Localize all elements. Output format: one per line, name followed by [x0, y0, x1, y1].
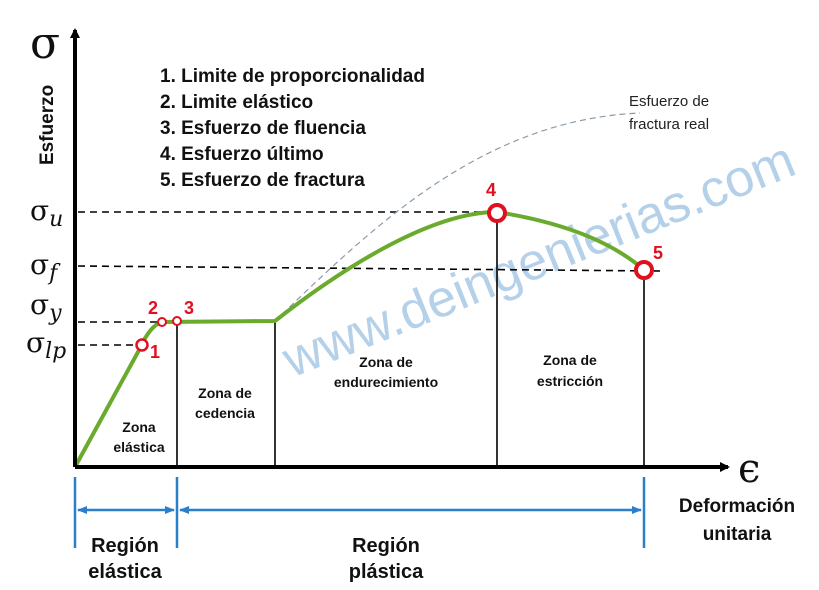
stress-level-labels: σu σf σy σlp [26, 194, 66, 364]
y-axis-label: Esfuerzo [37, 85, 58, 165]
point-3-label: 3 [184, 298, 194, 318]
point-3-marker [172, 316, 182, 326]
sigma-lp-label: σlp [26, 326, 66, 364]
point-2-marker [157, 317, 167, 327]
zone-estriccion-line1: Zona de [543, 352, 597, 368]
true-fracture-curve [274, 112, 641, 322]
sigma-f-label: σf [30, 248, 61, 286]
legend-item: 4. Esfuerzo último [160, 144, 324, 165]
point-5-marker [634, 260, 654, 280]
region-elastica-line2: elástica [88, 561, 162, 583]
zone-labels: Zona elástica Zona de cedencia Zona de e… [113, 352, 603, 455]
legend: 1. Limite de proporcionalidad 2. Limite … [160, 66, 425, 191]
reference-lines [77, 211, 661, 346]
legend-item: 5. Esfuerzo de fractura [160, 170, 365, 191]
true-fracture-label-line2: fractura real [629, 116, 709, 133]
x-axis-label-line1: Deformación [679, 496, 795, 517]
region-plastica-line1: Región [352, 535, 420, 557]
point-5-label: 5 [653, 243, 663, 263]
zone-endurecimiento-line1: Zona de [359, 354, 413, 370]
point-1-marker [135, 338, 149, 352]
point-1-label: 1 [150, 342, 160, 362]
point-4-label: 4 [486, 180, 496, 200]
point-4-marker [487, 203, 507, 223]
sigma-u-label: σu [30, 194, 63, 232]
legend-item: 1. Limite de proporcionalidad [160, 66, 425, 87]
points [135, 203, 654, 352]
zone-dividers [176, 222, 645, 467]
zone-cedencia-line1: Zona de [198, 385, 252, 401]
point-2-label: 2 [148, 298, 158, 318]
region-arrows [73, 477, 646, 548]
legend-item: 2. Limite elástico [160, 92, 313, 113]
true-fracture-label-line1: Esfuerzo de [629, 93, 709, 110]
y-axis-symbol: σ [30, 18, 60, 69]
zone-elastica-line1: Zona [122, 419, 156, 435]
stress-strain-curve [73, 210, 646, 468]
x-axis-label-line2: unitaria [703, 524, 772, 545]
zone-endurecimiento-line2: endurecimiento [334, 374, 438, 390]
legend-item: 3. Esfuerzo de fluencia [160, 118, 366, 139]
zone-estriccion-line2: estricción [537, 373, 603, 389]
sigma-f-line [77, 265, 661, 272]
region-plastica-line2: plástica [349, 561, 424, 583]
zone-cedencia-line2: cedencia [195, 405, 255, 421]
zone-elastica-line2: elástica [113, 439, 165, 455]
region-labels: Región elástica Región plástica [88, 535, 424, 583]
sigma-y-label: σy [30, 288, 62, 326]
x-axis-symbol: ϵ [738, 446, 760, 492]
region-elastica-line1: Región [91, 535, 159, 557]
